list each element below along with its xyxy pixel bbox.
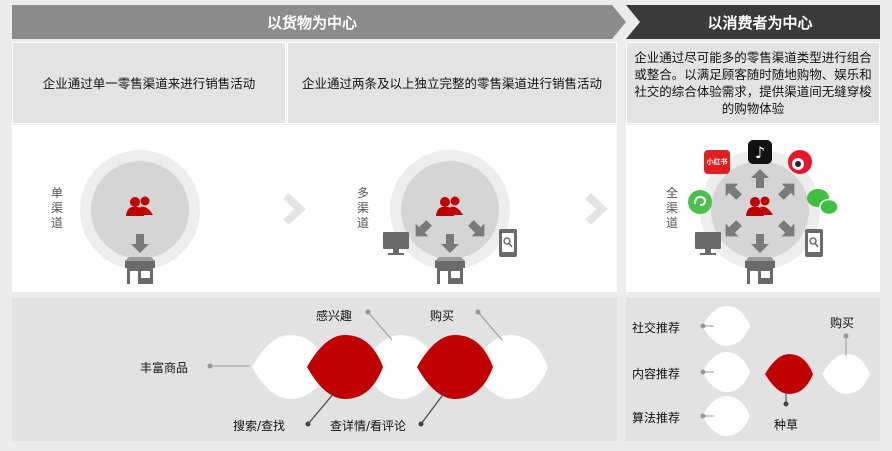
petal-red-shape [307, 335, 383, 399]
grass-label: 种草 [774, 418, 799, 432]
petal-red-shape [417, 335, 493, 399]
consumer-header: 以消费者为中心 [707, 13, 813, 32]
social-recommend-label: 社交推荐 [632, 321, 681, 335]
single-channel-diagram [80, 150, 200, 284]
consumer-header-bar [626, 5, 880, 39]
content-recommend-label: 内容推荐 [632, 367, 681, 381]
goods-header: 以货物为中心 [266, 13, 357, 32]
chevron-right-icon [585, 193, 608, 225]
douyin-icon [748, 140, 772, 164]
petal-shape [822, 354, 870, 394]
multi-channel-diagram [383, 150, 518, 284]
rich-goods-label: 丰富商品 [140, 361, 189, 375]
consumer-buy-label: 购买 [830, 316, 855, 330]
svg-text:♪: ♪ [755, 143, 765, 162]
chevron-right-icon [283, 193, 306, 225]
details-label: 查详情/看评论 [330, 419, 407, 433]
mini-program-icon [688, 190, 712, 214]
buy-label: 购买 [430, 309, 455, 323]
omni-channel-label: 全渠道 [665, 186, 678, 230]
interest-label: 感兴趣 [316, 309, 353, 323]
algorithm-recommend-label: 算法推荐 [632, 411, 681, 425]
single-channel-label: 单渠道 [50, 186, 63, 230]
goods-header-bar [12, 5, 626, 39]
multi-channel-label: 多渠道 [356, 186, 369, 230]
xiaohongshu-logo-text: 小红书 [706, 158, 728, 166]
single-channel-description: 企业通过单一零售渠道来进行销售活动 [12, 42, 286, 124]
xiaohongshu-icon [704, 150, 730, 174]
multi-channel-description: 企业通过两条及以上独立完整的零售渠道进行销售活动 [287, 42, 617, 124]
petal-red-shape [765, 354, 813, 394]
omni-channel-diagram: ♪ [688, 140, 839, 284]
search-label: 搜索/查找 [233, 419, 286, 433]
omni-channel-description: 企业通过尽可能多的零售渠道类型进行组合或整合。以满足顾客随时随地购物、娱乐和社交… [626, 42, 880, 124]
